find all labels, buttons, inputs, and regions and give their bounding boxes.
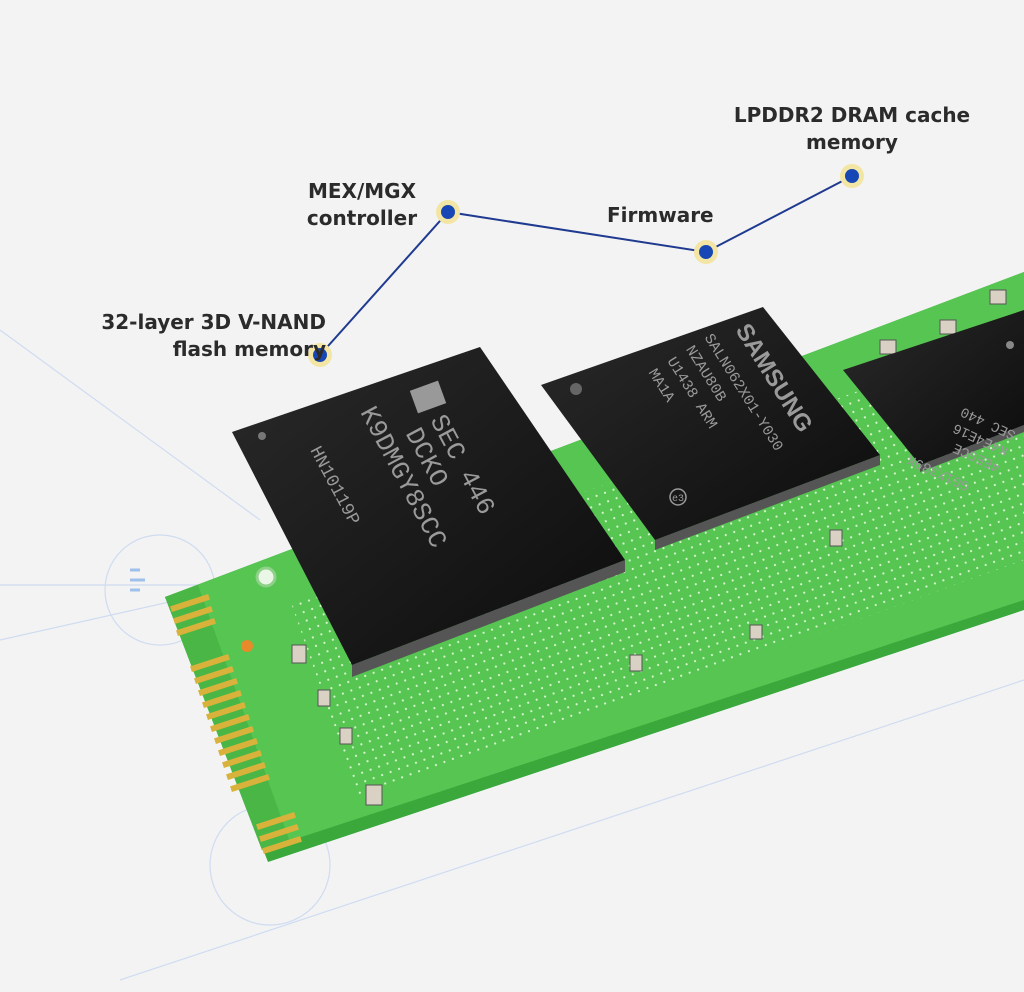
callout-label-firmware: Firmware <box>607 202 714 229</box>
callout-dot-firmware[interactable] <box>694 240 718 264</box>
label-line: Firmware <box>607 203 714 227</box>
callout-label-controller: MEX/MGX controller <box>300 178 424 232</box>
callout-label-dram: LPDDR2 DRAM cache memory <box>728 102 976 156</box>
mount-hole <box>255 566 277 588</box>
callout-dot-dram[interactable] <box>840 164 864 188</box>
label-line: controller <box>306 206 418 230</box>
orange-marker <box>241 640 253 652</box>
callout-dots <box>308 164 864 367</box>
label-line: MEX/MGX <box>307 179 417 203</box>
callout-dot-controller[interactable] <box>436 200 460 224</box>
chip-marking: e3 <box>672 494 684 505</box>
label-line: LPDDR2 DRAM cache <box>733 103 971 127</box>
callout-connector-line <box>319 175 853 356</box>
smd-components <box>291 289 1007 806</box>
label-line: 32-layer 3D V-NAND <box>101 310 326 334</box>
controller-chip: SAMSUNG SALN062X01-Y030 NZAU80B U1438 AR… <box>541 307 880 550</box>
label-line: memory <box>806 130 898 154</box>
callout-label-nand: 32-layer 3D V-NAND flash memory <box>101 309 326 363</box>
callout-dot-nand[interactable] <box>308 343 332 367</box>
datamatrix-code <box>409 380 447 414</box>
nand-chip: SEC 446 DCKO K9DMGY8SCC HN10119P <box>232 347 625 677</box>
label-line: flash memory <box>172 337 326 361</box>
gold-contacts <box>170 593 302 855</box>
